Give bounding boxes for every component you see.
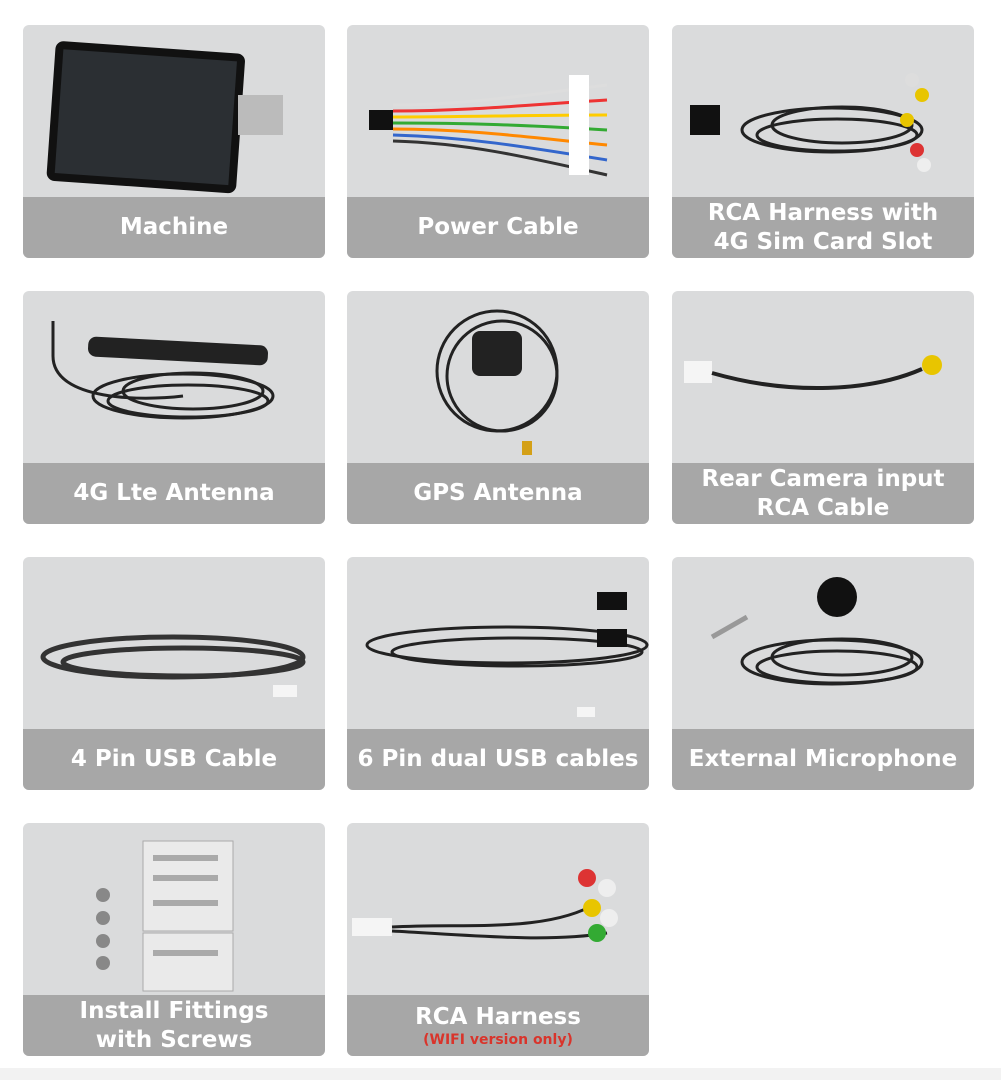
- label-line: RCA Harness: [415, 1004, 581, 1030]
- label-line: Rear Camera input: [701, 465, 945, 492]
- accessory-label: Machine: [23, 197, 325, 258]
- label-line: 4G Sim Card Slot: [713, 228, 933, 255]
- rca-harness-sim-icon: [672, 25, 974, 197]
- accessory-card: 6 Pin dual USB cables: [347, 557, 649, 790]
- usb-cable-icon: [23, 557, 325, 729]
- gps-antenna-icon: [347, 291, 649, 463]
- label-line: 4G Lte Antenna: [73, 480, 275, 506]
- accessory-label: Power Cable: [347, 197, 649, 258]
- accessory-card: External Microphone: [672, 557, 974, 790]
- accessory-card: Power Cable: [347, 25, 649, 258]
- accessory-label: 6 Pin dual USB cables: [347, 729, 649, 790]
- accessory-card: RCA Harness (WIFI version only): [347, 823, 649, 1056]
- rca-harness-icon: [347, 823, 649, 995]
- label-line: Power Cable: [417, 214, 579, 240]
- lte-antenna-icon: [23, 291, 325, 463]
- microphone-icon: [672, 557, 974, 729]
- head-unit-screen-icon: [23, 25, 325, 197]
- rear-camera-cable-icon: [672, 291, 974, 463]
- label-line: 6 Pin dual USB cables: [357, 746, 639, 772]
- accessory-card: GPS Antenna: [347, 291, 649, 524]
- accessory-label: External Microphone: [672, 729, 974, 790]
- accessory-label: GPS Antenna: [347, 463, 649, 524]
- wifi-note: (WIFI version only): [423, 1032, 573, 1048]
- accessory-card: 4 Pin USB Cable: [23, 557, 325, 790]
- accessory-card: 4G Lte Antenna: [23, 291, 325, 524]
- label-line: Machine: [119, 214, 229, 240]
- accessory-label: 4G Lte Antenna: [23, 463, 325, 524]
- label-line: External Microphone: [688, 746, 958, 772]
- label-line: RCA Harness with: [707, 199, 939, 226]
- fittings-screws-icon: [23, 823, 325, 995]
- accessory-label: 4 Pin USB Cable: [23, 729, 325, 790]
- label-line: with Screws: [95, 1026, 253, 1053]
- label-line: GPS Antenna: [413, 480, 583, 506]
- label-line: Install Fittings: [79, 997, 269, 1024]
- label-line: 4 Pin USB Cable: [70, 746, 278, 772]
- power-cable-icon: [347, 25, 649, 197]
- dual-usb-cable-icon: [347, 557, 649, 729]
- accessory-card: Machine: [23, 25, 325, 258]
- page-footer-strip: [0, 1068, 1001, 1080]
- accessory-label: RCA Harness (WIFI version only): [347, 995, 649, 1056]
- label-line: RCA Cable: [756, 494, 890, 521]
